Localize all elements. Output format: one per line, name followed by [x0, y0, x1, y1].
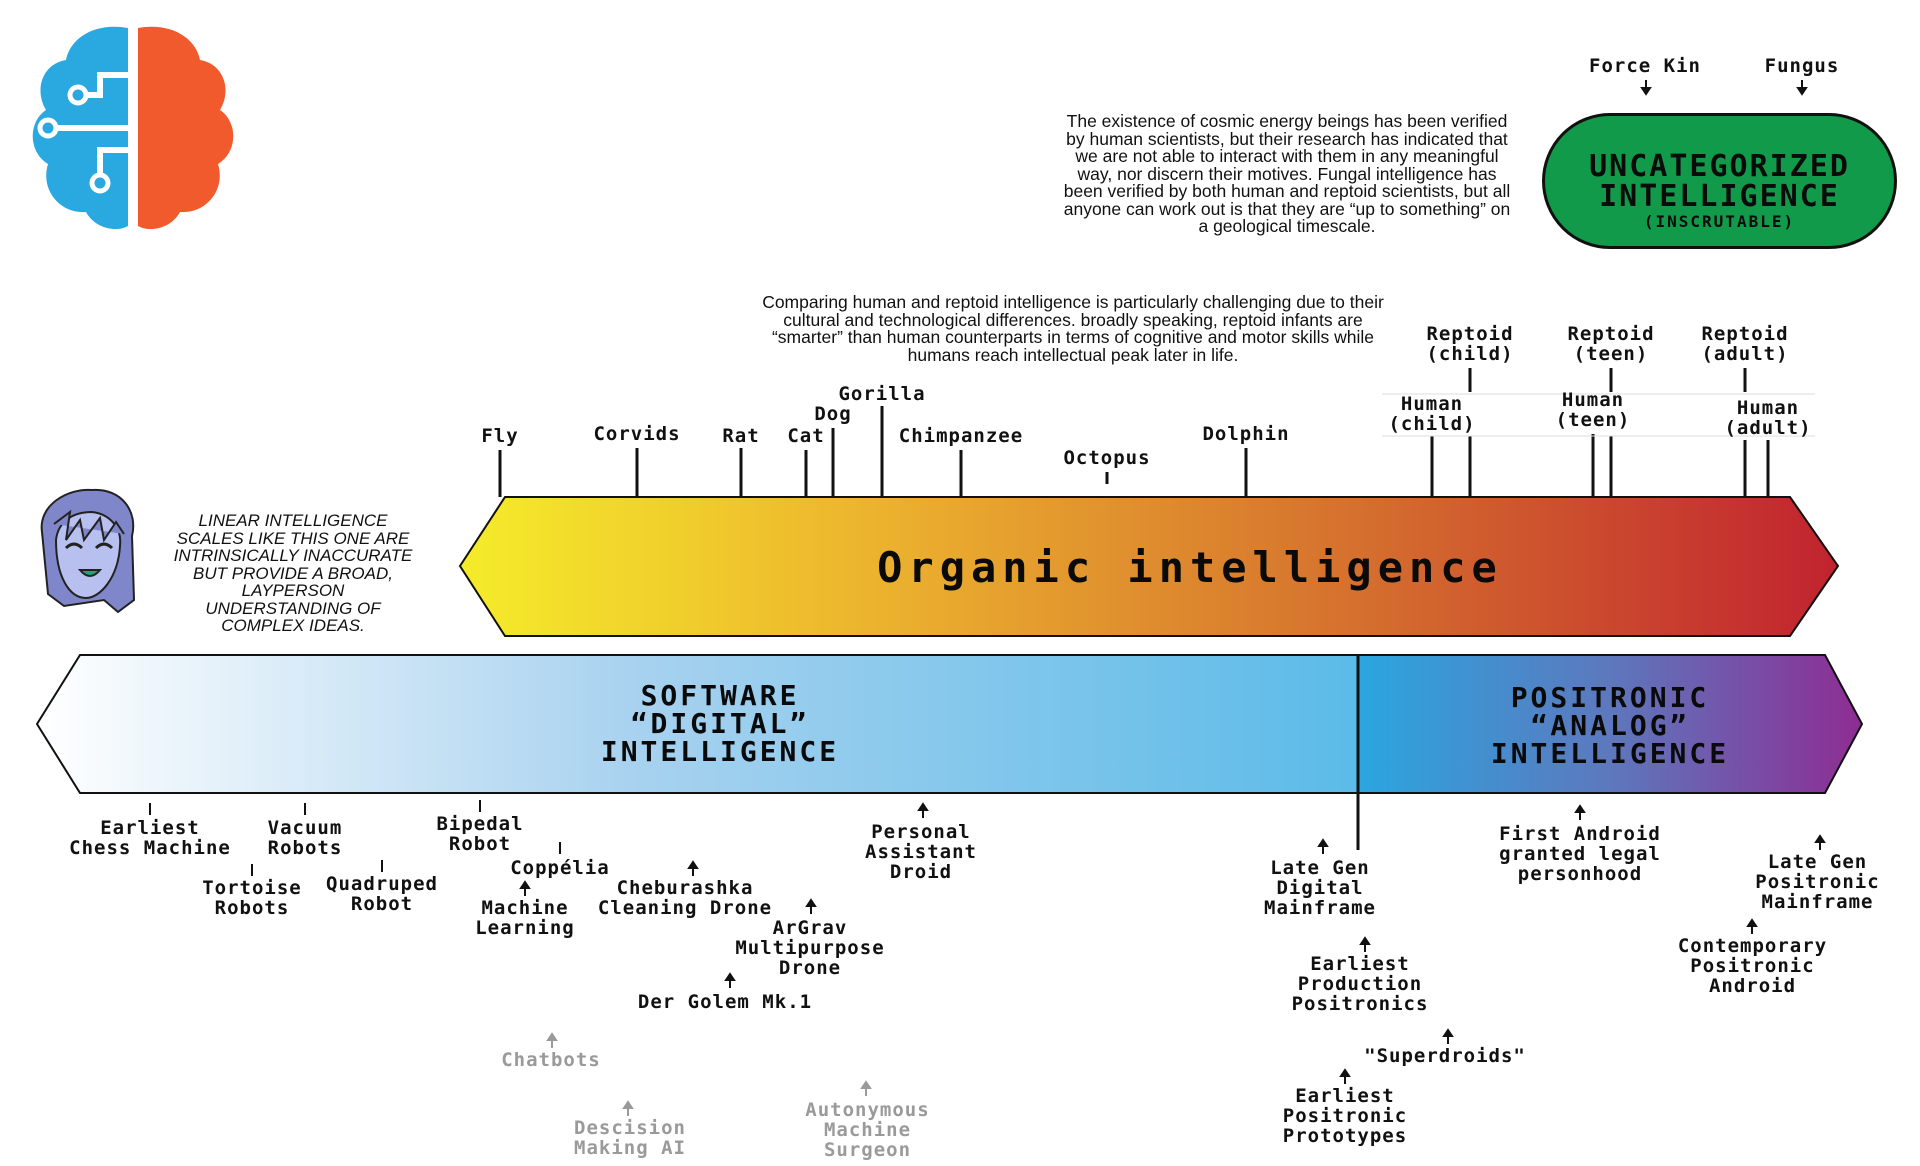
cosmic-beings-note: The existence of cosmic energy beings ha… [1058, 113, 1516, 236]
arrow-first-android [1576, 806, 1584, 820]
arrow-argrav [807, 900, 815, 914]
label-vacuum-robots: Vacuum Robots [250, 818, 360, 858]
label-force-kin: Force Kin [1580, 56, 1710, 76]
reptoid-comparison-note: Comparing human and reptoid intelligence… [762, 294, 1384, 364]
label-octopus: Octopus [1047, 448, 1167, 468]
label-reptoid-adult: Reptoid (adult) [1695, 324, 1795, 364]
label-machine-learning: Machine Learning [460, 898, 590, 938]
label-gorilla: Gorilla [832, 384, 932, 404]
smiling-girl-avatar [42, 490, 134, 612]
label-earliest-production: Earliest Production Positronics [1280, 954, 1440, 1014]
arrow-fungus [1798, 80, 1806, 94]
organic-ticks [500, 368, 1815, 497]
arrow-superdroids [1444, 1030, 1452, 1044]
label-fungus: Fungus [1752, 56, 1852, 76]
uncategorized-title-1: UNCATEGORIZED [1545, 152, 1894, 182]
label-tortoise-robots: Tortoise Robots [192, 878, 312, 918]
label-late-gen-positronic: Late Gen Positronic Mainframe [1735, 852, 1900, 912]
arrow-contemporary [1748, 920, 1756, 934]
label-fly: Fly [460, 426, 540, 446]
uncategorized-intelligence-pill: UNCATEGORIZED INTELLIGENCE (INSCRUTABLE) [1542, 113, 1897, 249]
label-earliest-chess: Earliest Chess Machine [60, 818, 240, 858]
label-der-golem: Der Golem Mk.1 [625, 992, 825, 1012]
label-cheburashka: Cheburashka Cleaning Drone [590, 878, 780, 918]
label-contemporary-positronic: Contemporary Positronic Android [1660, 936, 1845, 996]
arrow-personal-assistant [919, 804, 927, 818]
arrow-chatbots [548, 1034, 556, 1048]
label-surgeon: Autonymous Machine Surgeon [785, 1100, 950, 1160]
label-dolphin: Dolphin [1186, 424, 1306, 444]
arrow-late-gen-digital [1319, 840, 1327, 854]
label-dog: Dog [803, 404, 863, 424]
label-late-gen-digital: Late Gen Digital Mainframe [1250, 858, 1390, 918]
label-bipedal-robot: Bipedal Robot [425, 814, 535, 854]
label-quadruped-robot: Quadruped Robot [317, 874, 447, 914]
label-rat: Rat [711, 426, 771, 446]
label-first-android: First Android granted legal personhood [1480, 824, 1680, 884]
label-chimpanzee: Chimpanzee [886, 426, 1036, 446]
label-human-teen: Human (teen) [1543, 390, 1643, 430]
arrow-cheburashka [689, 862, 697, 876]
label-superdroids: "Superdroids" [1355, 1046, 1535, 1066]
arrow-earliest-production [1361, 938, 1369, 952]
linear-scale-caveat: LINEAR INTELLIGENCE SCALES LIKE THIS ONE… [168, 512, 418, 635]
label-human-child: Human (child) [1382, 394, 1482, 434]
label-chatbots: Chatbots [486, 1050, 616, 1070]
arrow-surgeon [862, 1082, 870, 1096]
positronic-title: POSITRONIC “ANALOG” INTELLIGENCE [1400, 684, 1820, 768]
label-cat: Cat [776, 426, 836, 446]
label-argrav: ArGrav Multipurpose Drone [720, 918, 900, 978]
uncategorized-title-2: INTELLIGENCE [1545, 182, 1894, 212]
label-personal-assistant: Personal Assistant Droid [846, 822, 996, 882]
label-decision-ai: Descision Making AI [555, 1118, 705, 1158]
label-reptoid-child: Reptoid (child) [1420, 324, 1520, 364]
uncategorized-subtitle: (INSCRUTABLE) [1545, 212, 1894, 231]
label-human-adult: Human (adult) [1718, 398, 1818, 438]
brain-circuit-logo [33, 27, 234, 229]
software-title: SOFTWARE “DIGITAL” INTELLIGENCE [520, 682, 920, 766]
arrow-machine-learning [521, 882, 529, 896]
label-coppelia: Coppélia [500, 858, 620, 878]
organic-title: Organic intelligence [840, 544, 1540, 592]
arrow-earliest-prototypes [1341, 1070, 1349, 1084]
label-corvids: Corvids [577, 424, 697, 444]
label-earliest-prototypes: Earliest Positronic Prototypes [1265, 1086, 1425, 1146]
label-reptoid-teen: Reptoid (teen) [1561, 324, 1661, 364]
arrow-late-gen-positronic [1816, 836, 1824, 850]
arrow-decision-ai [624, 1102, 632, 1116]
arrow-force-kin [1642, 80, 1650, 94]
